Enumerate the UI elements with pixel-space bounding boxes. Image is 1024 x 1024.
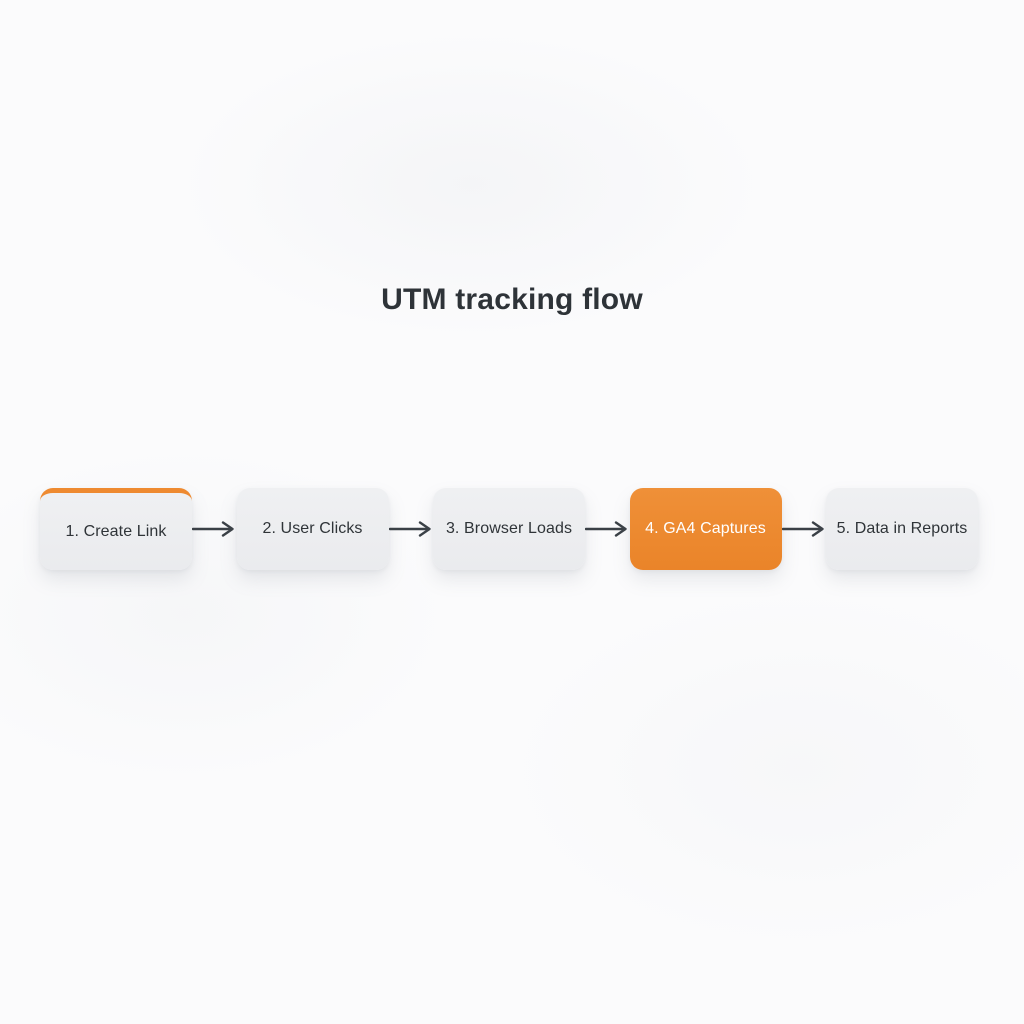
flow-step-user-clicks: 2. User Clicks	[236, 488, 389, 570]
flow-row: 1. Create Link 2. User Clicks 3. Browser…	[40, 488, 978, 570]
flow-step-label: 2. User Clicks	[262, 520, 363, 537]
flow-step-create-link: 1. Create Link	[40, 488, 192, 570]
flow-arrow-1	[192, 488, 237, 570]
flow-step-label: 5. Data in Reports	[836, 520, 968, 537]
flow-arrow-2	[388, 488, 434, 570]
flow-step-ga4-captures: 4. GA4 Captures	[629, 488, 782, 570]
flow-step-label: 1. Create Link	[65, 522, 167, 540]
right-arrow-icon	[585, 521, 627, 537]
right-arrow-icon	[781, 521, 824, 537]
right-arrow-icon	[192, 521, 234, 537]
flow-step-data-in-reports: 5. Data in Reports	[826, 488, 978, 570]
flow-arrow-4	[781, 488, 827, 570]
diagram-title: UTM tracking flow	[381, 283, 643, 316]
flow-arrow-3	[585, 488, 630, 570]
flow-step-label: 4. GA4 Captures	[645, 520, 766, 537]
flow-step-label: 3. Browser Loads	[445, 520, 573, 537]
right-arrow-icon	[388, 521, 431, 537]
flow-step-browser-loads: 3. Browser Loads	[433, 488, 585, 570]
